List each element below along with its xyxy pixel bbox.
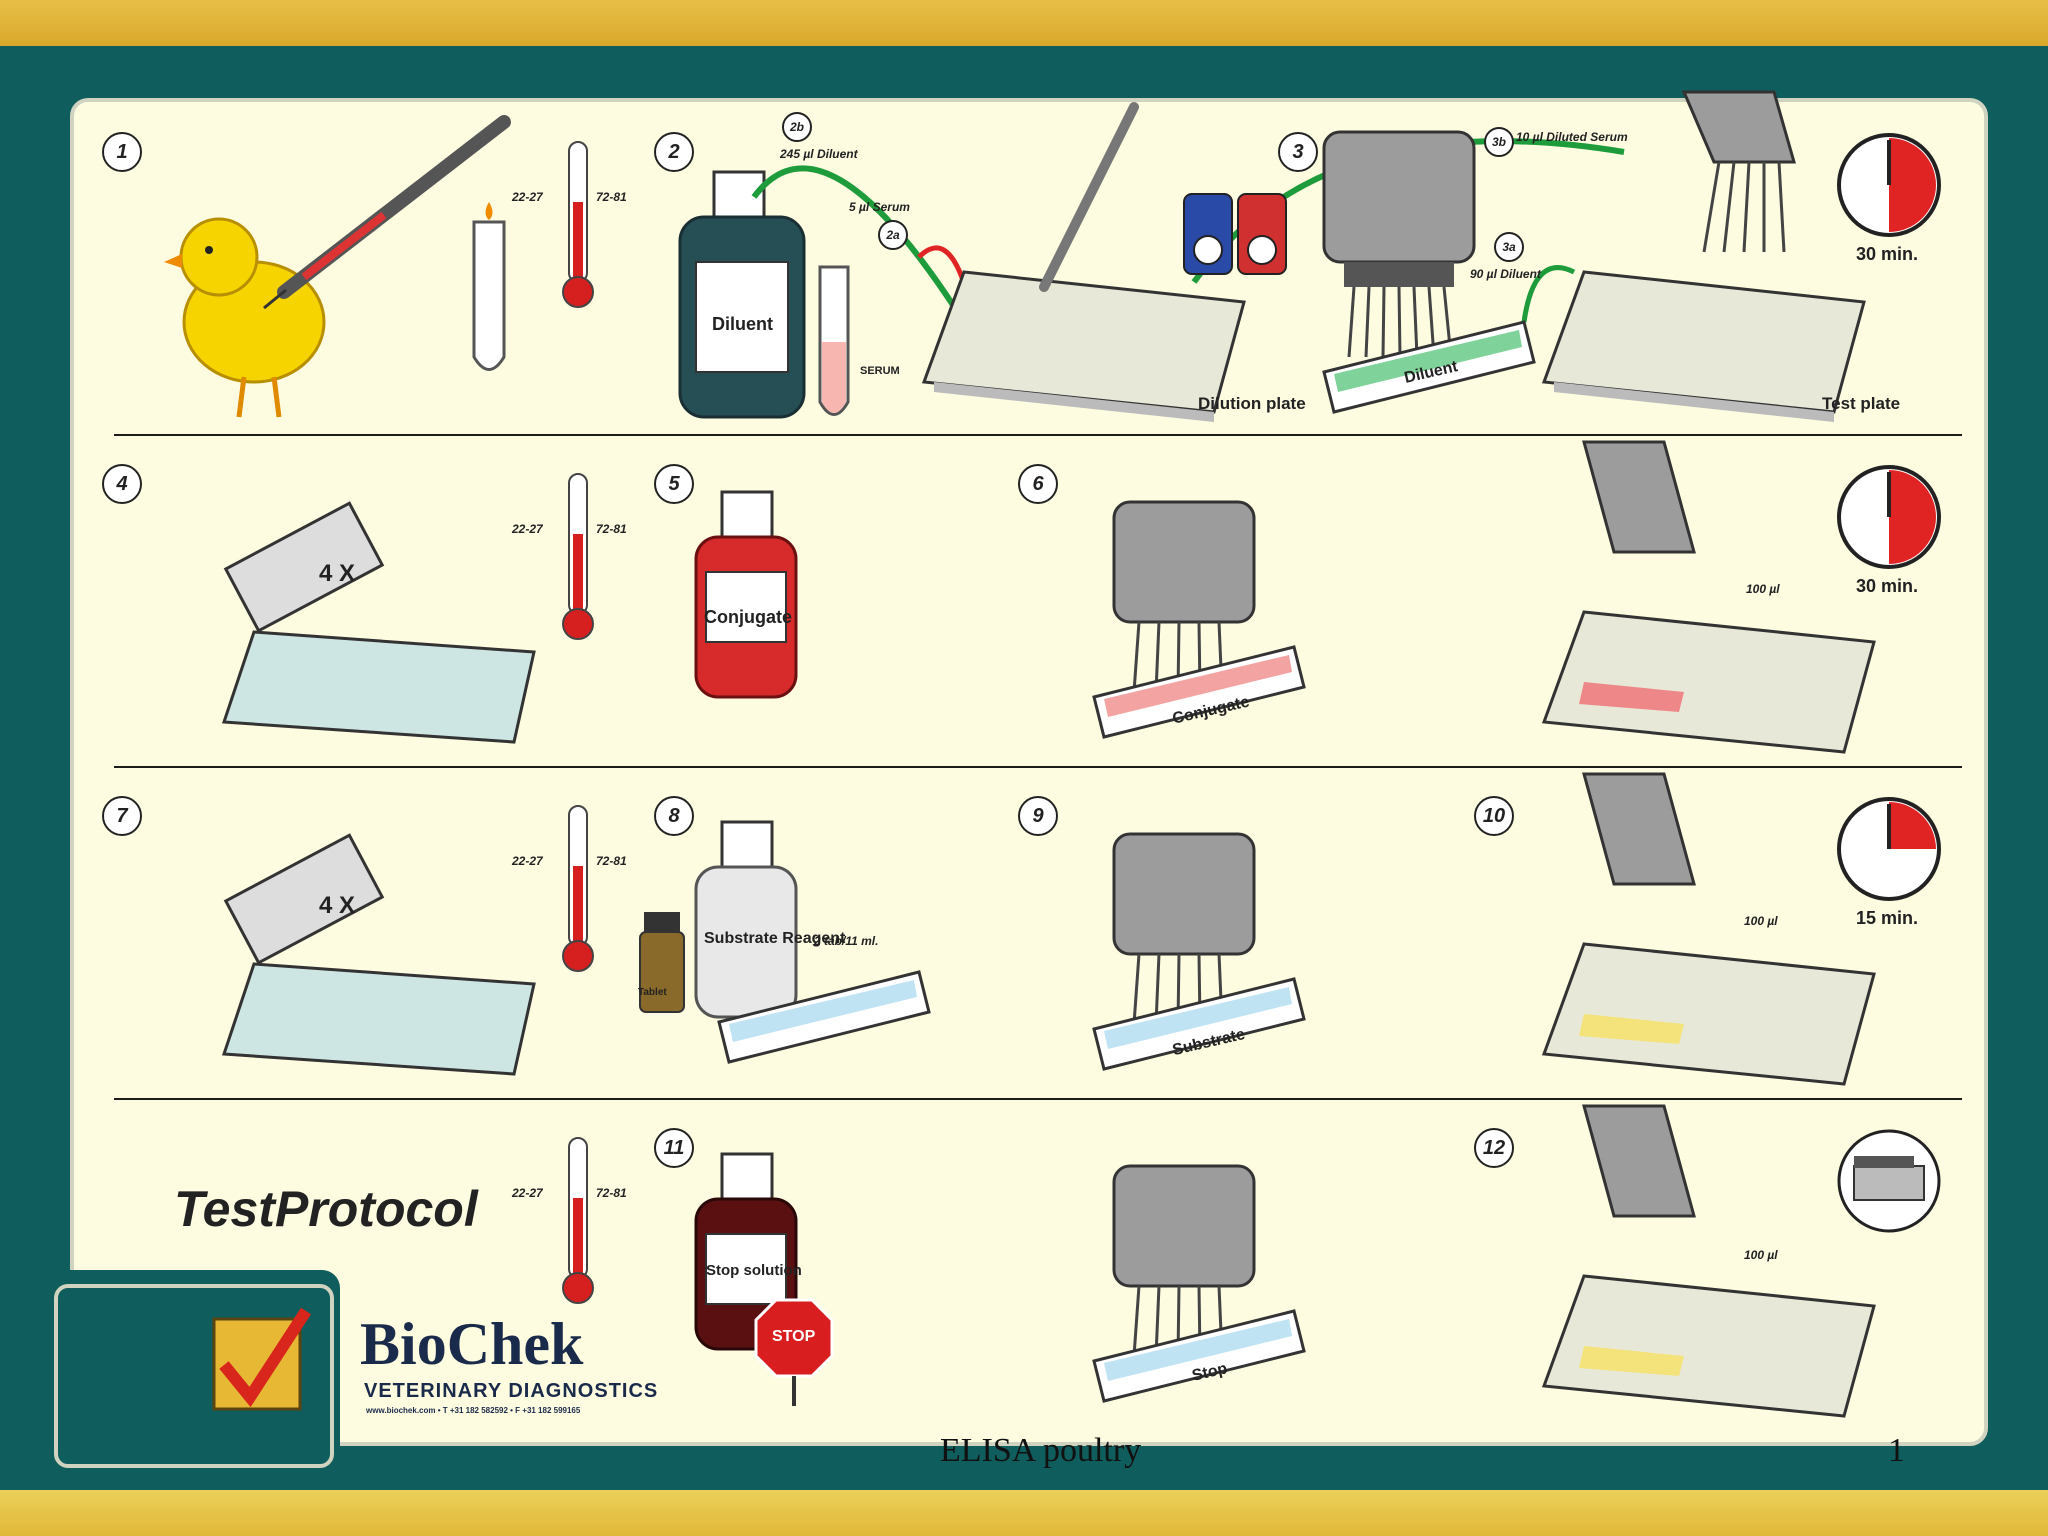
temp-fahrenheit: 72-81 (596, 1186, 627, 1200)
substep-2a: 2a (878, 220, 908, 250)
wash-count: 4 X (319, 892, 356, 919)
temp-celsius: 22-27 (512, 190, 543, 204)
test-plate-label: Test plate (1822, 394, 1901, 413)
thermometer-icon (562, 141, 594, 308)
step-number: 9 (1018, 796, 1058, 836)
conjugate-bottle-label: Conjugate (704, 607, 792, 627)
tablet-vial-icon (639, 912, 685, 1013)
temp-celsius: 22-27 (512, 1186, 543, 1200)
temp-celsius: 22-27 (512, 854, 543, 868)
timer-icon (1837, 797, 1941, 901)
protocol-title: TestProtocol (174, 1181, 478, 1237)
step-number: 10 (1474, 796, 1514, 836)
timer-label: 30 min. (1856, 244, 1919, 264)
multichannel-pipette-plate-icon (1541, 440, 1876, 754)
step-number: 11 (654, 1128, 694, 1168)
multichannel-pipette-icon (1681, 90, 1796, 253)
multichannel-pipette-icon (1092, 500, 1306, 739)
timer-label: 15 min. (1856, 908, 1919, 928)
multichannel-pipette-icon (1092, 832, 1306, 1071)
thermometer-icon (562, 473, 594, 640)
wash-count: 4 X (319, 560, 356, 587)
stop-bottle-label: Stop solution (706, 1262, 802, 1279)
bottom-band (0, 1490, 2048, 1536)
volume-label: 100 µl (1744, 1248, 1778, 1262)
substep-2b: 2b (782, 112, 812, 142)
diluent-bottle-label: Diluent (712, 314, 773, 334)
page-number: 1 (1888, 1432, 1905, 1469)
step-number: 6 (1018, 464, 1058, 504)
step-number: 1 (102, 132, 142, 172)
row-divider (114, 1098, 1962, 1100)
step-number: 2 (654, 132, 694, 172)
stop-sign-icon (754, 1298, 834, 1406)
temp-fahrenheit: 72-81 (596, 522, 627, 536)
dilution-plate-label: Dilution plate (1198, 394, 1306, 413)
diluent-90-volume: 90 µl Diluent (1470, 267, 1541, 281)
substrate-trough-icon (717, 970, 931, 1064)
diluent-volume: 245 µl Diluent (780, 147, 858, 161)
step-number: 5 (654, 464, 694, 504)
pipette-icon (1039, 102, 1139, 292)
tablet-ratio: 2 tab/11 ml. (814, 934, 879, 948)
volume-label: 100 µl (1746, 582, 1780, 596)
syringe-icon (263, 115, 511, 310)
brand-name: BioChek (360, 1311, 584, 1377)
plate-washer-icon (221, 833, 536, 1076)
multichannel-pipette-icon (1092, 1164, 1306, 1403)
test-tube-icon (472, 202, 506, 371)
slide-title: ELISA poultry (940, 1432, 1142, 1469)
serum-tube-label: SERUM (860, 365, 900, 377)
test-plate-icon (1541, 270, 1866, 422)
multichannel-pipette-plate-icon (1541, 1104, 1876, 1418)
protocol-panel: 1 22-27 72-81 2 Diluent SERUM (70, 90, 1988, 1446)
step-number: 4 (102, 464, 142, 504)
thermometer-icon (562, 805, 594, 972)
diluent-trough-icon (1322, 320, 1536, 414)
conjugate-bottle-icon (694, 490, 798, 699)
top-band (0, 0, 2048, 46)
plate-washer-icon (221, 501, 536, 744)
row-divider (114, 434, 1962, 436)
step-number: 12 (1474, 1128, 1514, 1168)
brand-contact: www.biochek.com • T +31 182 582592 • F +… (366, 1406, 581, 1415)
substrate-bottle-label: Substrate Reagent (704, 930, 846, 947)
temp-celsius: 22-27 (512, 522, 543, 536)
timer-icon (1837, 465, 1941, 569)
timer-icon (1837, 133, 1941, 237)
step-number: 3 (1278, 132, 1318, 172)
diluent-bottle-icon (678, 170, 806, 419)
serum-volume: 5 µl Serum (849, 200, 910, 214)
brand-tagline: VETERINARY DIAGNOSTICS (364, 1380, 659, 1402)
diluted-serum-volume: 10 µl Diluted Serum (1516, 130, 1628, 144)
controls-icon (1183, 193, 1287, 275)
plate-reader-icon (1837, 1129, 1941, 1233)
temp-fahrenheit: 72-81 (596, 854, 627, 868)
temp-fahrenheit: 72-81 (596, 190, 627, 204)
step-number: 7 (102, 796, 142, 836)
multichannel-pipette-icon (1322, 130, 1476, 358)
row-divider (114, 766, 1962, 768)
stop-sign-label: STOP (772, 1328, 816, 1345)
dilution-plate-icon (921, 270, 1246, 422)
substep-3b: 3b (1484, 127, 1514, 157)
timer-label: 30 min. (1856, 576, 1919, 596)
checkmark-logo-icon (212, 1307, 312, 1411)
substep-3a: 3a (1494, 232, 1524, 262)
volume-label: 100 µl (1744, 914, 1778, 928)
tablet-label: Tablet (638, 987, 667, 998)
multichannel-pipette-plate-icon (1541, 772, 1876, 1086)
thermometer-icon (562, 1137, 594, 1304)
serum-tube-icon (818, 265, 850, 416)
step-number: 8 (654, 796, 694, 836)
